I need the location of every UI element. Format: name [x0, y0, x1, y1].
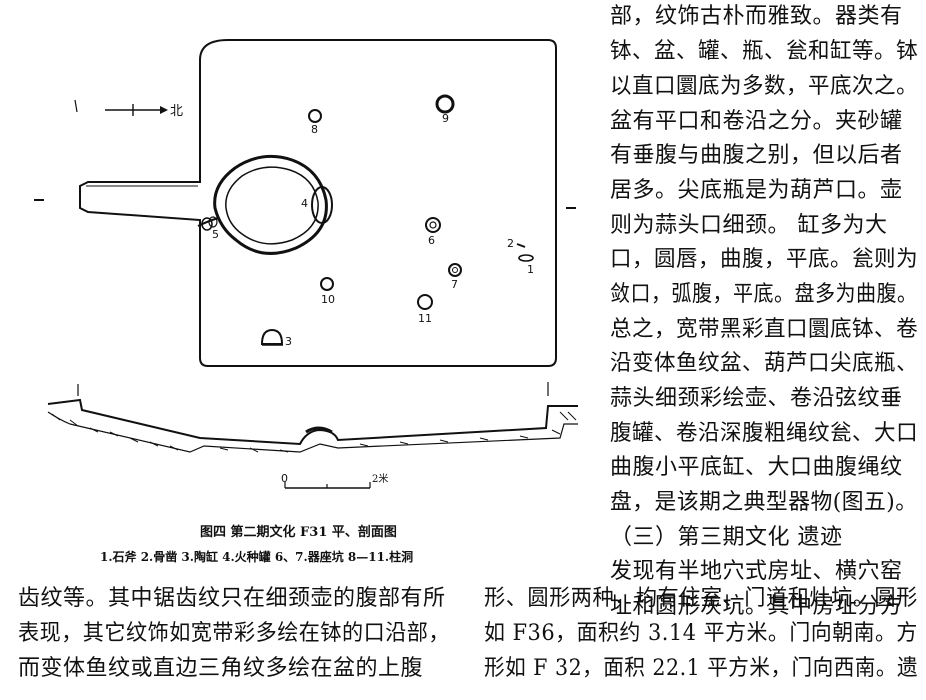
posthole-9 [435, 94, 455, 114]
figure-legend: 1.石斧 2.骨凿 3.陶缸 4.火种罐 6、7.器座坑 8—11.柱洞 [100, 550, 414, 564]
text-line: 址和圆形灰坑。其中房址分方 [610, 594, 903, 619]
north-label: 北 [170, 104, 183, 119]
section-heading-line: （三）第三期文化 遗迹 [610, 525, 843, 550]
text-line: 口，圆唇，曲腹，平底。瓮则为 [610, 247, 919, 272]
label-9: 9 [442, 112, 449, 125]
scale-start-label: 0 [281, 472, 288, 485]
text-line: 而变体鱼纹或直边三角纹多绘在盆的上腹 [18, 656, 424, 681]
text-line: 敛口，弧腹，平底。盘多为曲腹。 [610, 282, 918, 307]
pottery-jar-3 [260, 328, 284, 345]
section-profile [47, 382, 578, 453]
label-4: 4 [301, 197, 308, 210]
text-line: 居多。尖底瓶是为葫芦口。壶 [610, 178, 903, 203]
scale-bar [284, 482, 371, 489]
text-line: 表现，其它纹饰如宽带彩多绘在钵的口沿部， [18, 621, 451, 646]
label-1: 1 [527, 263, 534, 276]
text-line: 有垂腹与曲腹之别，但以后者 [610, 143, 903, 168]
figure-caption: 图四 第二期文化 F31 平、剖面图 [200, 525, 397, 540]
label-5: 5 [212, 228, 219, 241]
text-line: 蒜头细颈彩绘壶、卷沿弦纹垂 [610, 386, 903, 411]
hearth-pit [197, 154, 333, 255]
label-6: 6 [428, 234, 435, 247]
text-line: 盘，是该期之典型器物(图五)。 [610, 490, 918, 515]
label-2: 2 [507, 237, 514, 250]
pit-7 [448, 263, 462, 277]
house-plan-figure: 北 1 2 3 4 5 6 7 8 9 10 11 [34, 39, 578, 489]
text-line: 盆有平口和卷沿之分。夹砂罐 [610, 109, 903, 134]
house-outline [79, 39, 557, 367]
bone-chisel-2 [516, 243, 526, 248]
text-line: 齿纹等。其中锯齿纹只在细颈壶的腹部有所 [18, 586, 446, 611]
posthole-8 [308, 109, 322, 123]
text-line: 则为蒜头口细颈。 缸多为大 [610, 213, 888, 238]
pit-6 [425, 217, 441, 233]
scale-end-label: 2米 [372, 472, 388, 485]
text-line: 钵、盆、罐、瓶、瓮和缸等。钵 [610, 39, 919, 64]
posthole-11 [417, 294, 433, 310]
text-line: 形如 F 32，面积 22.1 平方米，门向西南。遗 [484, 656, 919, 681]
text-line: 以直口圜底为多数，平底次之。 [610, 74, 919, 99]
label-7: 7 [451, 278, 458, 291]
text-line: 部，纹饰古朴而雅致。器类有 [610, 4, 903, 29]
text-line: 总之，宽带黑彩直口圜底钵、卷 [610, 317, 919, 342]
label-11: 11 [418, 312, 432, 325]
text-line: 形、圆形两种，均有住室、门道和灶坑。圆形 [484, 586, 918, 611]
posthole-10 [320, 277, 334, 291]
label-10: 10 [321, 293, 335, 306]
stone-axe-1 [518, 254, 534, 262]
text-line: 如 F36，面积约 3.14 平方米。门向朝南。方 [484, 621, 918, 646]
text-line: 沿变体鱼纹盆、葫芦口尖底瓶、 [610, 351, 919, 376]
text-line: 发现有半地穴式房址、横穴窑 [610, 559, 903, 584]
north-arrow-icon [74, 99, 168, 116]
label-8: 8 [311, 123, 318, 136]
text-line: 曲腹小平底缸、大口曲腹绳纹 [610, 455, 903, 480]
label-3: 3 [285, 335, 292, 348]
text-line: 腹罐、卷沿深腹粗绳纹瓮、大口 [610, 421, 919, 446]
